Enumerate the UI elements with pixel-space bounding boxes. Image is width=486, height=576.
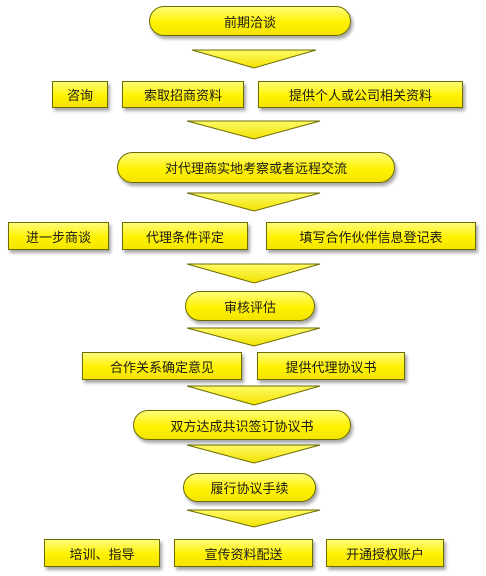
node-promo-materials: 宣传资料配送 <box>174 539 313 567</box>
node-provide-info: 提供个人或公司相关资料 <box>258 81 463 108</box>
node-further-talks: 进一步商谈 <box>8 222 109 250</box>
node-cooperation-opinion: 合作关系确定意见 <box>82 352 242 380</box>
arrow-1 <box>191 49 317 69</box>
step-site-inspection: 对代理商实地考察或者远程交流 <box>117 152 395 183</box>
arrow-7 <box>186 444 321 464</box>
step-review-assessment: 审核评估 <box>185 291 315 321</box>
node-partner-registration-form: 填写合作伙伴信息登记表 <box>266 222 476 250</box>
arrow-6 <box>186 385 321 406</box>
step-initial-negotiation: 前期洽谈 <box>149 6 351 36</box>
arrow-4 <box>186 263 321 284</box>
arrow-5 <box>186 327 321 347</box>
node-training-guidance: 培训、指导 <box>44 539 160 567</box>
step-sign-agreement: 双方达成共识签订协议书 <box>133 410 351 440</box>
node-agency-agreement: 提供代理协议书 <box>257 352 405 380</box>
arrow-8 <box>186 509 321 528</box>
arrow-3 <box>186 192 321 212</box>
node-request-materials: 索取招商资料 <box>122 81 244 108</box>
step-fulfill-procedures: 履行协议手续 <box>183 473 316 502</box>
node-consult: 咨询 <box>52 81 108 108</box>
arrow-2 <box>186 120 321 140</box>
node-condition-evaluation: 代理条件评定 <box>122 222 248 250</box>
node-authorized-account: 开通授权账户 <box>326 539 444 567</box>
